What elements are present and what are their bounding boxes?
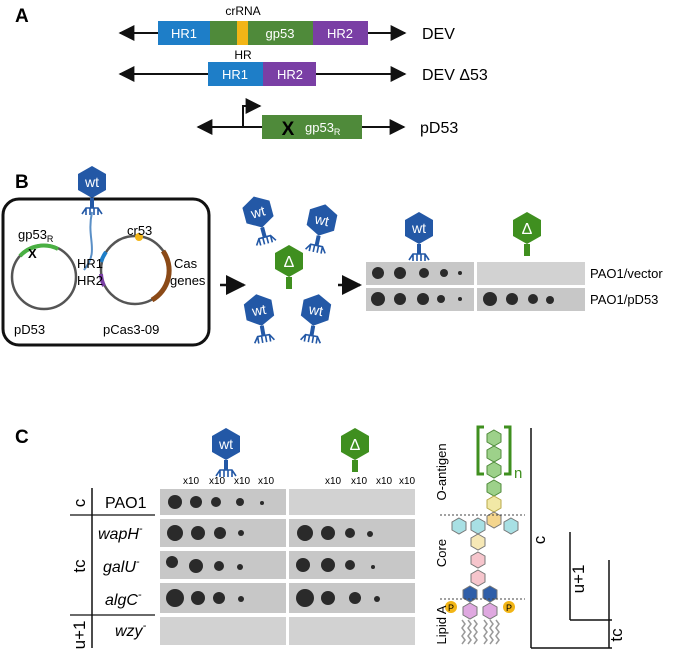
plate-header-wt-c: wt	[211, 427, 241, 478]
plates-c	[160, 489, 415, 645]
plates-b	[366, 262, 585, 311]
label-lipid-a: Lipid A	[434, 605, 449, 644]
row-label-pd53: PAO1/pD53	[590, 292, 658, 307]
injecting-phage-wt: wt	[77, 165, 107, 216]
label-core: Core	[434, 539, 449, 567]
svg-text:x10: x10	[399, 476, 416, 487]
svg-text:c: c	[530, 535, 549, 544]
label-o-antigen: O-antigen	[434, 443, 449, 500]
lps-brackets: c u+1 tc	[530, 428, 626, 649]
svg-text:Δ: Δ	[522, 221, 533, 238]
strain-algc: algC-	[105, 589, 142, 609]
pd53-plasmid-name: pD53	[14, 322, 45, 337]
svg-text:tc: tc	[607, 628, 626, 642]
svg-text:Δ: Δ	[284, 254, 295, 271]
dev-hr1-label: HR1	[171, 26, 197, 41]
phosphate-left: P	[448, 603, 454, 613]
panel-a-letter: A	[15, 6, 29, 27]
strain-galu: galU-	[103, 556, 140, 576]
plate-header-delta-b: Δ	[513, 212, 541, 256]
dev-name: DEV	[422, 26, 455, 43]
group-label-u1: u+1	[70, 621, 89, 650]
pd53-name: pD53	[420, 120, 458, 137]
dev-hr1-segment	[158, 21, 210, 45]
svg-text:u+1: u+1	[569, 565, 588, 594]
hr1-label-b: HR1	[77, 256, 103, 271]
svg-text:x10: x10	[183, 476, 200, 487]
progeny-phages: wt wt Δ wt wt	[239, 192, 340, 346]
pd53-gene-label: gp53R	[305, 120, 341, 137]
panel-b-letter: B	[15, 172, 29, 193]
injected-dna	[83, 211, 93, 271]
cas-label-1: Cas	[174, 256, 198, 271]
crrna-label: crRNA	[225, 4, 260, 18]
cas-label-2: genes	[170, 273, 206, 288]
plate-header-delta-c: Δ	[341, 428, 369, 472]
dev-delta53-construct: HR1 HR2 DEV Δ53	[118, 62, 488, 86]
svg-text:wt: wt	[411, 220, 426, 236]
cas-genes-arc	[150, 249, 172, 303]
svg-text:wt: wt	[313, 211, 331, 230]
dev-hr2-segment	[313, 21, 368, 45]
delta-hr2-label: HR2	[277, 67, 303, 82]
dev-gene-left	[210, 21, 237, 45]
pd53-mutation-mark: X	[282, 119, 295, 140]
svg-text:x10: x10	[209, 476, 226, 487]
group-label-tc: tc	[70, 559, 89, 573]
svg-text:wt: wt	[84, 174, 99, 190]
pd53-plasmid-mark: X	[28, 246, 37, 261]
row-label-vector: PAO1/vector	[590, 266, 663, 281]
dev-gp53-label: gp53	[266, 26, 295, 41]
dev-delta53-name: DEV Δ53	[422, 67, 488, 84]
pd53-plasmid-gene: gp53R	[18, 227, 54, 244]
svg-text:wt: wt	[307, 301, 325, 319]
pcas-name: pCas3-09	[103, 322, 159, 337]
promoter-arrow	[242, 98, 262, 127]
svg-text:Δ: Δ	[350, 437, 361, 454]
hr-label: HR	[234, 48, 252, 62]
svg-text:x10: x10	[376, 476, 393, 487]
svg-text:x10: x10	[351, 476, 368, 487]
cr53-label: cr53	[127, 223, 152, 238]
panel-c-letter: C	[15, 427, 29, 448]
group-label-c: c	[70, 498, 89, 507]
svg-text:wt: wt	[250, 301, 268, 319]
lps-schematic: n P P	[434, 425, 525, 645]
phosphate-right: P	[506, 603, 512, 613]
delta-hr1-label: HR1	[222, 67, 248, 82]
svg-text:x10: x10	[258, 476, 275, 487]
hr2-label-b: HR2	[77, 273, 103, 288]
crrna-target-segment	[237, 21, 248, 45]
dev-construct: HR1 gp53 HR2 crRNA HR DEV	[118, 4, 455, 62]
svg-text:x10: x10	[325, 476, 342, 487]
dev-gp53-segment	[248, 21, 313, 45]
pd53-construct: X gp53R pD53	[196, 98, 458, 140]
plate-header-wt-b: wt	[404, 211, 434, 262]
cell-outline	[1, 197, 211, 347]
dev-hr2-label: HR2	[327, 26, 353, 41]
repeat-n: n	[514, 465, 522, 482]
svg-text:x10: x10	[234, 476, 251, 487]
svg-text:wt: wt	[218, 436, 233, 452]
strain-wzy: wzy-	[115, 620, 147, 640]
strain-waph: wapH-	[98, 523, 143, 543]
strain-pao1: PAO1	[105, 495, 147, 512]
svg-text:wt: wt	[248, 202, 267, 221]
dilution-labels: x10 x10 x10 x10 x10 x10 x10 x10	[183, 476, 416, 487]
